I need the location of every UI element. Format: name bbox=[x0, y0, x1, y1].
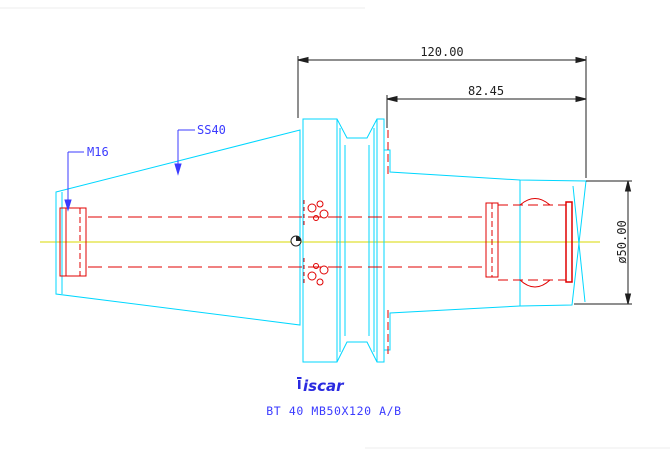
logo-text: iscar bbox=[303, 377, 345, 395]
datum-marker-fill bbox=[296, 236, 301, 241]
body-outline bbox=[384, 149, 587, 351]
tool-outline bbox=[55, 118, 587, 363]
part-name: BT 40 MB50X120 A/B bbox=[266, 404, 401, 418]
dimension-overall bbox=[297, 56, 587, 178]
dimension-body bbox=[386, 95, 587, 128]
callout-thread: M16 bbox=[87, 145, 109, 159]
callout-thread-leader bbox=[64, 151, 84, 212]
callout-spindle-leader bbox=[174, 129, 195, 176]
thread-bore bbox=[59, 207, 87, 277]
dimension-diameter bbox=[574, 180, 632, 305]
hidden-lines bbox=[59, 130, 573, 358]
dim-overall-length: 120.00 bbox=[420, 45, 463, 59]
flange-outline bbox=[302, 118, 385, 363]
dim-body-length: 82.45 bbox=[468, 84, 504, 98]
taper-outline bbox=[55, 129, 301, 326]
dim-diameter: ø50.00 bbox=[615, 220, 629, 263]
callout-spindle: SS40 bbox=[197, 123, 226, 137]
logo: iscar bbox=[297, 377, 345, 395]
